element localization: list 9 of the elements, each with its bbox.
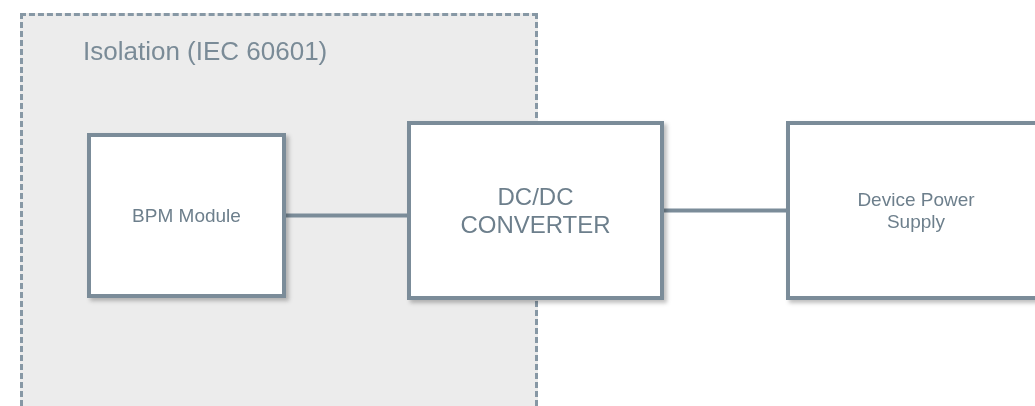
block-box [87,133,286,298]
block-box [407,121,664,300]
region-title: Isolation (IEC 60601) [83,36,328,67]
block-box [786,121,1035,300]
block-label: DC/DC CONVERTER [459,182,612,239]
block-label: BPM Module [132,204,241,227]
connector-line [664,208,786,213]
block-label: Device Power Supply [856,188,976,233]
connector-line [286,213,407,218]
